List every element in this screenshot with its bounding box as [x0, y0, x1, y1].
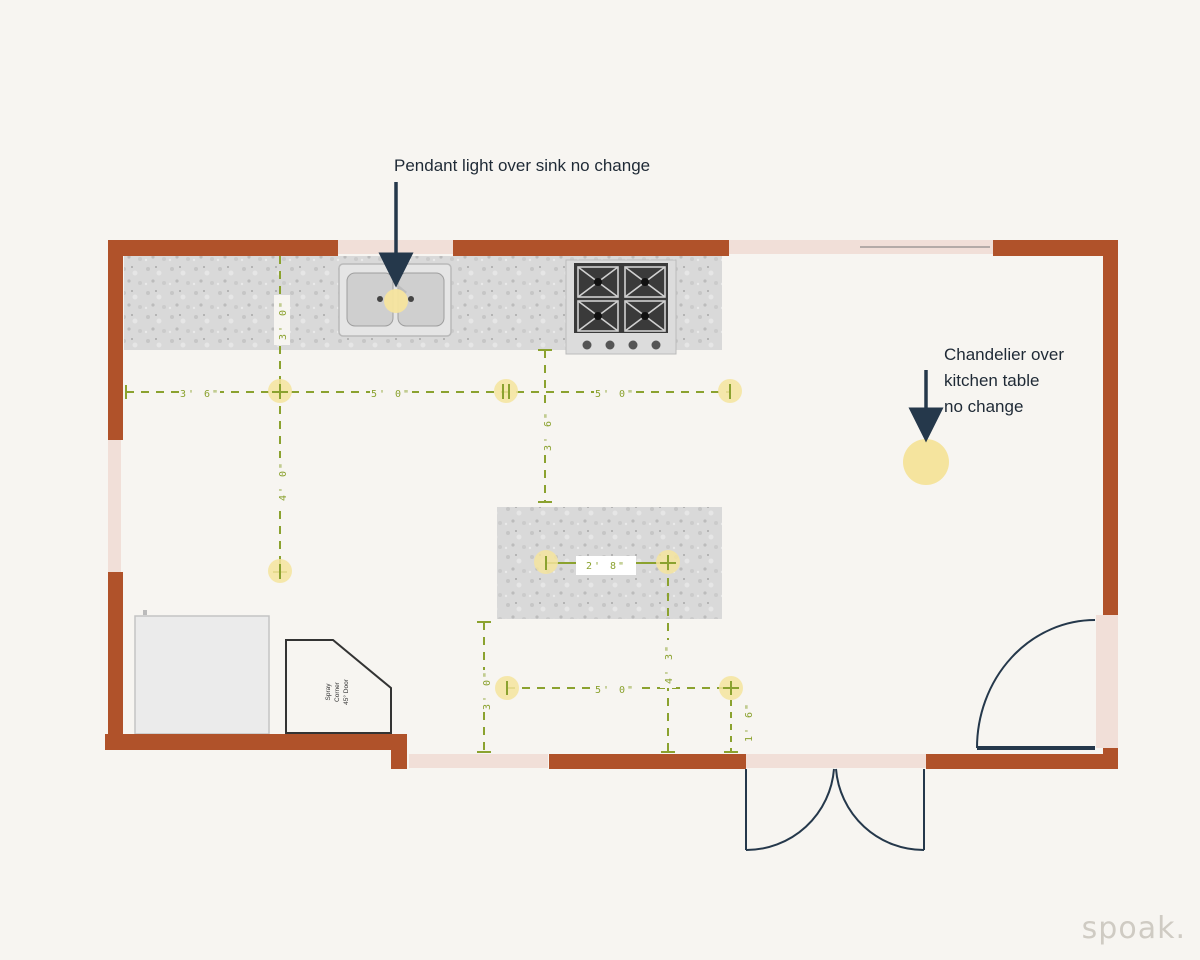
chandelier-annotation-line3: no change — [944, 397, 1024, 416]
chandelier-annotation-line2: kitchen table — [944, 371, 1040, 390]
dim-vert-4-0: 4' 0" — [278, 461, 289, 501]
chandelier — [903, 439, 949, 485]
dim-vert-4-3: 4' 3" — [664, 644, 675, 684]
swing-door-right — [976, 619, 1096, 750]
double-door-bottom — [745, 768, 925, 852]
dim-island-2-8: 2' 8" — [586, 561, 626, 572]
dim-top-5-0-b: 5' 0" — [595, 389, 635, 400]
gas-cooktop — [565, 259, 677, 355]
recessed-light — [494, 379, 518, 403]
pendant-light-sink — [384, 289, 408, 313]
dim-vert-1-6: 1' 6" — [744, 702, 755, 742]
dim-vert-3-0-top: 3' 0" — [278, 300, 289, 340]
dim-left-3-6: 3' 6" — [180, 389, 220, 400]
pendant-annotation: Pendant light over sink no change — [394, 156, 651, 175]
cabinet-label-line1: Spray — [325, 683, 332, 701]
cabinet-label-line2: Corner — [334, 681, 341, 702]
dimension-label-backgrounds — [180, 295, 756, 744]
exterior-walls — [105, 240, 1118, 769]
appliance-box — [134, 610, 270, 735]
cabinet-label-line3: 45° Door — [342, 678, 350, 705]
brand-logo: spoak. — [1081, 911, 1186, 946]
dim-top-5-0-a: 5' 0" — [371, 389, 411, 400]
light-fixtures — [268, 289, 949, 700]
dim-bottom-5-0: 5' 0" — [595, 685, 635, 696]
corner-cabinet — [285, 639, 392, 734]
dim-vert-3-6: 3' 6" — [543, 411, 554, 451]
light-cross-ticks — [272, 384, 739, 695]
chandelier-annotation-line1: Chandelier over — [944, 345, 1065, 364]
dim-vert-3-0-bottom: 3' 0" — [482, 670, 493, 710]
chandelier-annotation: Chandelier over kitchen table no change — [944, 342, 1064, 420]
